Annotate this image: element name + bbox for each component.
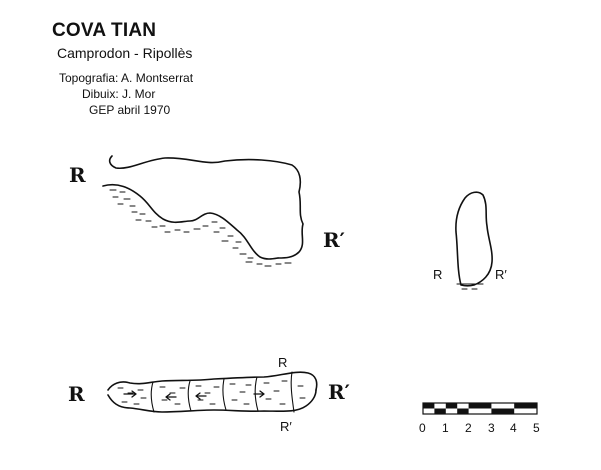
plan-view <box>102 155 304 267</box>
credit-group-date: GEP abril 1970 <box>89 103 171 117</box>
cross-section-label-right: R′ <box>495 267 507 282</box>
cross-section <box>455 191 493 290</box>
longitudinal-profile <box>107 371 318 413</box>
profile-roof <box>107 371 318 391</box>
scale-tick-1: 1 <box>442 421 449 435</box>
scale-tick-4: 4 <box>510 421 517 435</box>
plan-hatching <box>109 189 292 267</box>
plan-top-wall <box>108 155 304 259</box>
profile-hatching <box>117 380 306 405</box>
scale-tick-2: 2 <box>465 421 472 435</box>
scale-bar: 0 1 2 3 4 5 <box>419 402 540 435</box>
scale-tick-5: 5 <box>533 421 540 435</box>
profile-floor <box>107 389 317 413</box>
profile-label-top: R <box>278 355 287 370</box>
map-subtitle: Camprodon - Ripollès <box>57 45 193 61</box>
profile-label-left: R <box>68 382 85 406</box>
scale-tick-3: 3 <box>488 421 495 435</box>
profile-label-right: R′ <box>328 380 350 404</box>
flow-arrows <box>123 390 265 401</box>
scale-bar-blocks <box>423 403 537 414</box>
credit-drawing: Dibuix: J. Mor <box>82 87 156 101</box>
map-title: COVA TIAN <box>52 20 157 41</box>
scale-bar-labels: 0 1 2 3 4 5 <box>419 421 540 435</box>
scale-tick-0: 0 <box>419 421 426 435</box>
cross-section-label-left: R <box>433 267 442 282</box>
cross-section-floor <box>456 283 484 290</box>
profile-section-lines <box>150 371 295 413</box>
cross-section-outline <box>455 191 493 287</box>
plan-bottom-wall <box>102 183 279 260</box>
plan-label-start: R <box>69 163 86 187</box>
plan-label-end: R′ <box>323 228 345 252</box>
credit-topography: Topografia: A. Montserrat <box>59 71 194 85</box>
profile-label-bottom: R′ <box>280 419 292 434</box>
